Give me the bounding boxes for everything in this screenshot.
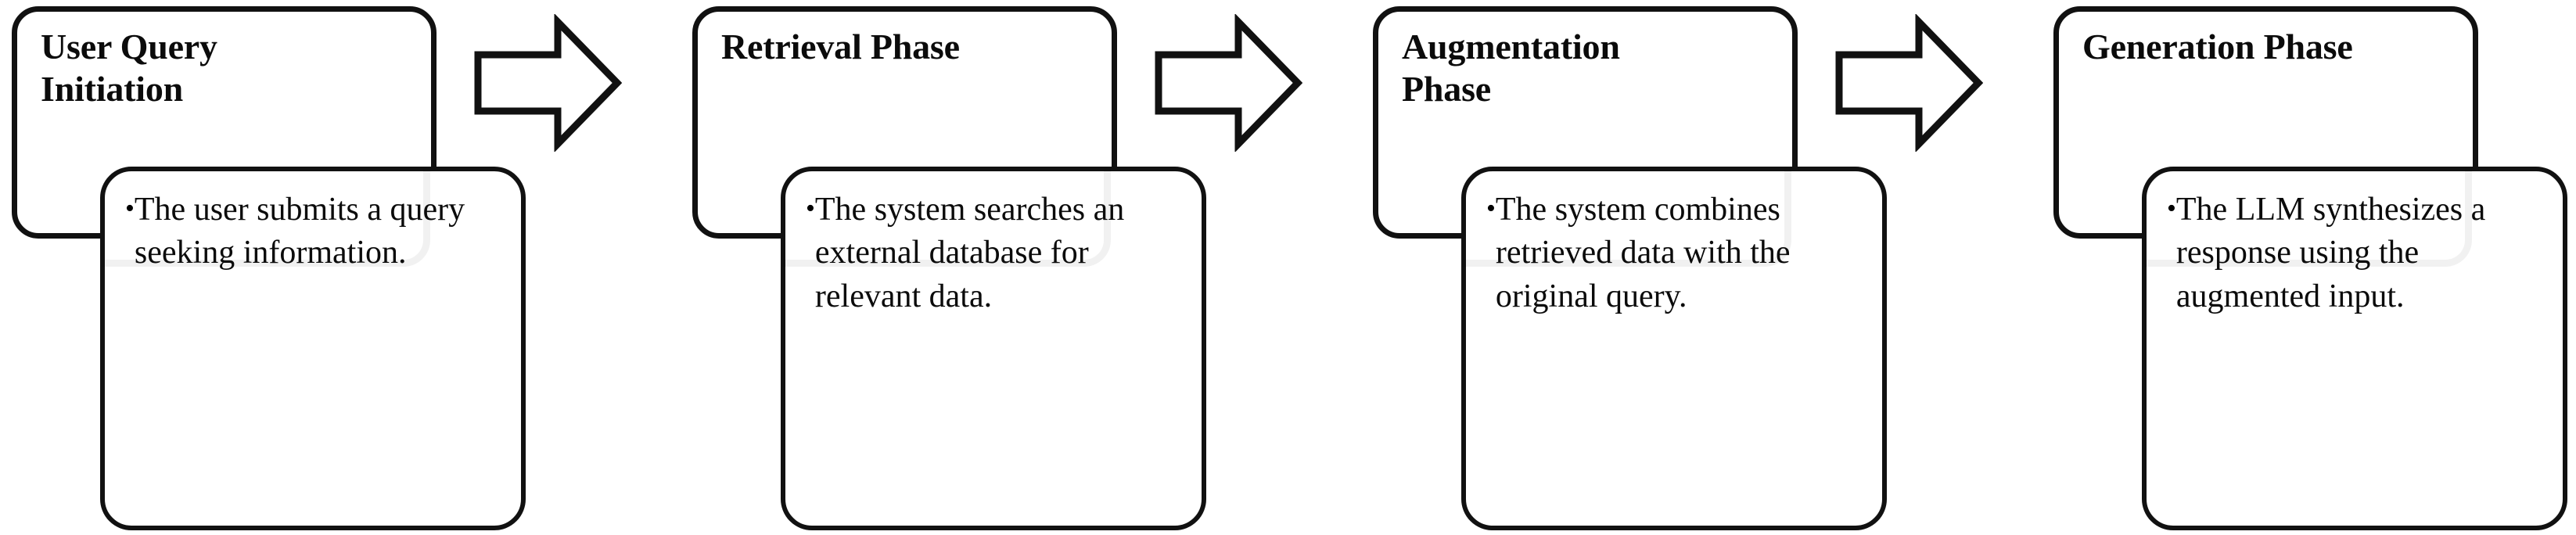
step-3-bullet-item: • The system combines retrieved data wit… xyxy=(1486,189,1870,318)
bullet-point-icon: • xyxy=(2167,194,2176,223)
bullet-point-icon: • xyxy=(806,194,815,223)
step-4-bullet-text: The LLM synthesizes a response using the… xyxy=(2175,192,2486,314)
step-4-bullet-item: • The LLM synthesizes a response using t… xyxy=(2167,189,2550,318)
step-2-bullet-text: The system searches an external database… xyxy=(814,192,1125,314)
step-3-title: Augmentation Phase xyxy=(1402,27,1620,110)
step-1-bullet-item: • The user submits a query seeking infor… xyxy=(125,189,508,275)
connector-arrow-2 xyxy=(1154,14,1302,152)
connector-arrow-1 xyxy=(473,14,622,152)
step-4-title: Generation Phase xyxy=(2082,27,2353,66)
step-3-detail-card[interactable]: • The system combines retrieved data wit… xyxy=(1461,167,1887,530)
process-step-4[interactable]: Generation Phase • The LLM synthesizes a… xyxy=(2042,0,2576,535)
step-2-detail-card[interactable]: • The system searches an external databa… xyxy=(781,167,1206,530)
bullet-point-icon: • xyxy=(1486,194,1496,223)
bullet-point-icon: • xyxy=(125,194,135,223)
process-step-3[interactable]: Augmentation Phase • The system combines… xyxy=(1361,0,1909,535)
process-step-1[interactable]: User Query Initiation • The user submits… xyxy=(0,0,548,535)
connector-arrow-3 xyxy=(1834,14,1983,152)
step-1-bullet-text: The user submits a query seeking informa… xyxy=(134,192,465,271)
step-1-detail-card[interactable]: • The user submits a query seeking infor… xyxy=(100,167,526,530)
step-2-title: Retrieval Phase xyxy=(721,27,960,66)
step-2-bullet-item: • The system searches an external databa… xyxy=(806,189,1189,318)
process-step-2[interactable]: Retrieval Phase • The system searches an… xyxy=(681,0,1228,535)
step-1-title: User Query Initiation xyxy=(41,27,217,110)
step-4-detail-card[interactable]: • The LLM synthesizes a response using t… xyxy=(2142,167,2567,530)
step-3-bullet-text: The system combines retrieved data with … xyxy=(1495,192,1791,314)
